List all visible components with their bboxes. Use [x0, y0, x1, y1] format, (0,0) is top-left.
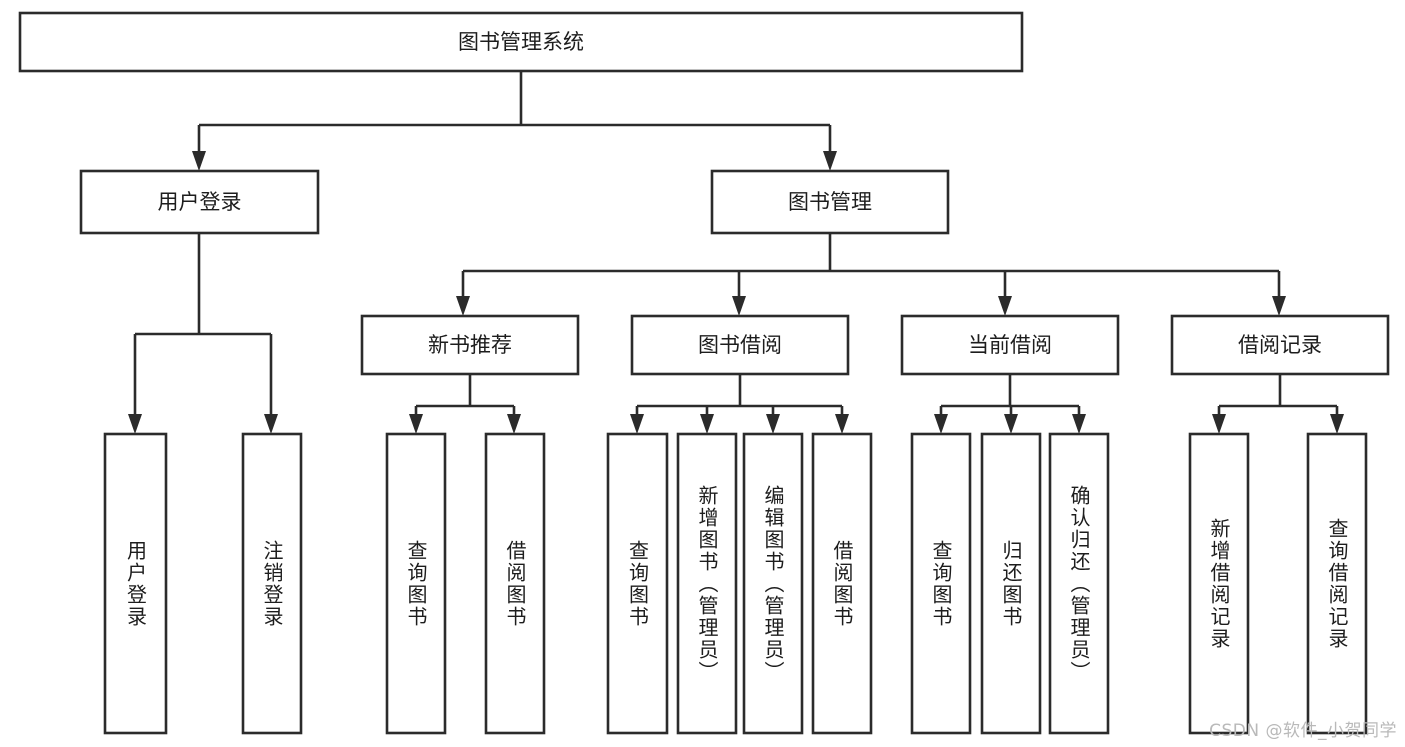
node-box-leaf-return-book[interactable] — [980, 432, 1042, 735]
arrow-head-icon — [700, 414, 714, 434]
arrow-head-icon — [409, 414, 423, 434]
node-label-leaf-edit-book: 编辑图书（管理员） — [761, 484, 785, 683]
node-box-leaf-user-login[interactable]: 用户登录 — [105, 434, 166, 733]
node-box-leaf-query-book-2[interactable]: 查询图书 — [608, 434, 667, 733]
node-label-leaf-borrow-book-1: 借阅图书 — [503, 539, 527, 628]
node-label-wrap-leaf-query-record: 查询借阅记录 — [1308, 434, 1366, 733]
node-box-layer — [18, 11, 1390, 735]
arrow-head-icon — [998, 296, 1012, 316]
node-box-leaf-query-book-1[interactable]: 查询图书 — [387, 434, 445, 733]
arrow-head-icon — [192, 151, 206, 171]
node-label-leaf-user-login: 用户登录 — [123, 539, 148, 628]
node-label-wrap-leaf-query-book-2: 查询图书 — [608, 434, 667, 733]
node-label-wrap-leaf-add-record: 新增借阅记录 — [1190, 434, 1248, 733]
connector-layer — [128, 71, 1344, 434]
watermark-label: CSDN @软件_小贺同学 — [1209, 721, 1397, 741]
node-label-wrap-leaf-borrow-book-2: 借阅图书 — [813, 434, 871, 733]
arrow-head-icon — [456, 296, 470, 316]
arrow-head-icon — [1272, 296, 1286, 316]
node-box-leaf-borrow-book-1[interactable]: 借阅图书 — [486, 434, 544, 733]
arrow-head-icon — [1212, 414, 1226, 434]
node-box-leaf-user-login[interactable] — [103, 432, 168, 735]
node-label-leaf-query-book-2: 查询图书 — [625, 539, 650, 628]
node-box-leaf-edit-book[interactable] — [742, 432, 804, 735]
node-label-wrap-leaf-logout: 注销登录 — [243, 434, 301, 733]
node-label-root: 图书管理系统 — [458, 30, 584, 54]
node-label-leaf-logout: 注销登录 — [260, 539, 284, 628]
node-box-leaf-return-book[interactable]: 归还图书 — [982, 434, 1040, 733]
node-label-leaf-query-book-3: 查询图书 — [929, 539, 953, 628]
node-label-leaf-query-book-1: 查询图书 — [404, 539, 428, 628]
node-box-leaf-confirm-return[interactable]: 确认归还（管理员） — [1050, 434, 1108, 733]
node-box-leaf-edit-book[interactable]: 编辑图书（管理员） — [744, 434, 802, 733]
node-label-new-book-rec: 新书推荐 — [428, 333, 512, 357]
node-box-leaf-query-record[interactable] — [1306, 432, 1368, 735]
node-label-leaf-borrow-book-2: 借阅图书 — [830, 539, 854, 628]
node-label-current-borrow: 当前借阅 — [968, 333, 1052, 357]
node-label-leaf-confirm-return: 确认归还（管理员） — [1067, 484, 1091, 683]
node-label-book-borrow: 图书借阅 — [698, 333, 782, 357]
arrow-head-icon — [732, 296, 746, 316]
node-box-book-manage[interactable] — [710, 169, 950, 235]
node-box-leaf-borrow-book-2[interactable] — [811, 432, 873, 735]
arrow-head-icon — [1004, 414, 1018, 434]
node-box-leaf-add-record[interactable]: 新增借阅记录 — [1190, 434, 1248, 733]
node-label-leaf-return-book: 归还图书 — [999, 539, 1023, 628]
node-label-wrap-leaf-edit-book: 编辑图书（管理员） — [744, 434, 802, 733]
node-label-borrow-record: 借阅记录 — [1238, 333, 1322, 357]
node-label-wrap-leaf-return-book: 归还图书 — [982, 434, 1040, 733]
node-box-book-borrow[interactable] — [630, 314, 850, 376]
node-box-root[interactable] — [18, 11, 1024, 73]
node-label-leaf-query-record: 查询借阅记录 — [1325, 517, 1349, 650]
arrow-head-icon — [823, 151, 837, 171]
node-box-leaf-query-book-3[interactable]: 查询图书 — [912, 434, 970, 733]
node-label-wrap-leaf-add-book: 新增图书（管理员） — [678, 434, 736, 733]
node-box-current-borrow[interactable] — [900, 314, 1120, 376]
node-box-leaf-borrow-book-2[interactable]: 借阅图书 — [813, 434, 871, 733]
arrow-head-icon — [128, 414, 142, 434]
arrow-head-icon — [766, 414, 780, 434]
node-box-leaf-confirm-return[interactable] — [1048, 432, 1110, 735]
node-box-leaf-borrow-book-1[interactable] — [484, 432, 546, 735]
node-label-wrap-leaf-query-book-3: 查询图书 — [912, 434, 970, 733]
node-box-leaf-query-book-3[interactable] — [910, 432, 972, 735]
node-box-leaf-logout[interactable]: 注销登录 — [243, 434, 301, 733]
node-box-leaf-query-book-2[interactable] — [606, 432, 669, 735]
node-box-borrow-record[interactable] — [1170, 314, 1390, 376]
arrow-head-icon — [264, 414, 278, 434]
node-box-leaf-query-book-1[interactable] — [385, 432, 447, 735]
node-box-new-book-rec[interactable] — [360, 314, 580, 376]
node-box-leaf-logout[interactable] — [241, 432, 303, 735]
node-label-book-manage: 图书管理 — [788, 190, 872, 214]
node-label-user-login: 用户登录 — [158, 190, 242, 214]
arrow-head-icon — [1330, 414, 1344, 434]
arrow-head-icon — [630, 414, 644, 434]
node-box-leaf-add-record[interactable] — [1188, 432, 1250, 735]
arrow-head-icon — [507, 414, 521, 434]
arrow-head-icon — [1072, 414, 1086, 434]
node-box-leaf-add-book[interactable] — [676, 432, 738, 735]
node-box-user-login[interactable] — [79, 169, 320, 235]
node-label-leaf-add-record: 新增借阅记录 — [1207, 517, 1231, 650]
node-label-leaf-add-book: 新增图书（管理员） — [695, 484, 719, 683]
node-box-leaf-add-book[interactable]: 新增图书（管理员） — [678, 434, 736, 733]
node-label-wrap-leaf-borrow-book-1: 借阅图书 — [486, 434, 544, 733]
node-box-leaf-query-record[interactable]: 查询借阅记录 — [1308, 434, 1366, 733]
node-label-wrap-leaf-confirm-return: 确认归还（管理员） — [1050, 434, 1108, 733]
node-label-wrap-leaf-user-login: 用户登录 — [105, 434, 166, 733]
node-label-wrap-leaf-query-book-1: 查询图书 — [387, 434, 445, 733]
arrow-head-icon — [835, 414, 849, 434]
arrow-head-icon — [934, 414, 948, 434]
